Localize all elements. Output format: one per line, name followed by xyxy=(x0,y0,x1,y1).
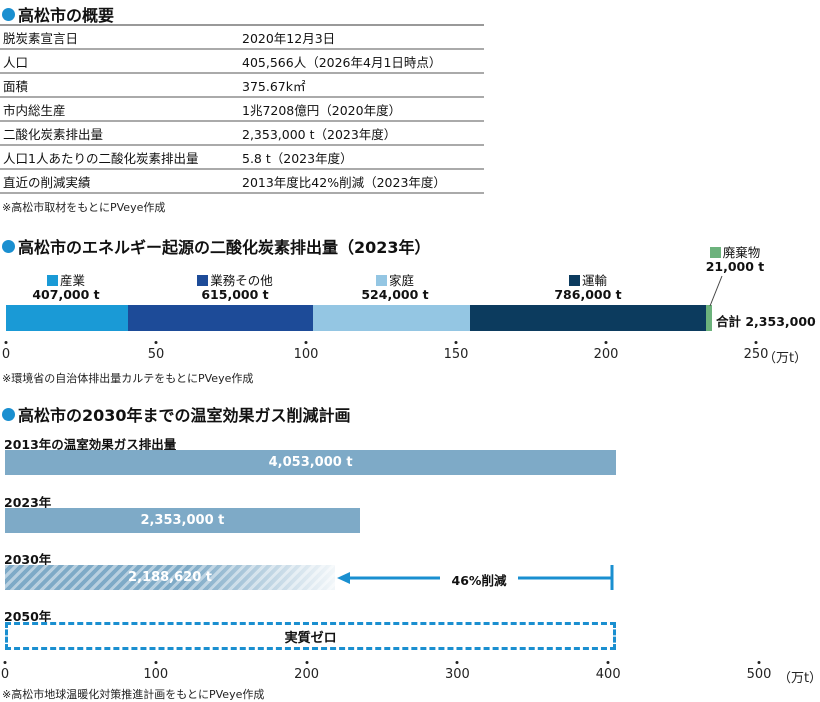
tick-mark xyxy=(4,341,8,344)
overview-note: ※高松市取材をもとにPVeye作成 xyxy=(2,201,166,214)
bullet-icon xyxy=(2,7,15,21)
table-row: 市内総生産 1兆7208億円（2020年度） xyxy=(0,98,484,122)
value-label: 実質ゼロ xyxy=(284,630,337,646)
row-value: 2,353,000 t（2023年度） xyxy=(242,126,397,142)
row-value: 5.8 t（2023年度） xyxy=(242,150,353,166)
row-label: 面積 xyxy=(3,78,29,94)
legend-swatch xyxy=(709,247,721,258)
legend-4: 廃棄物 xyxy=(700,242,770,261)
row-value: 405,566人（2026年4月1日時点） xyxy=(242,54,442,70)
legend-label: 廃棄物 xyxy=(722,245,761,260)
category-label: 2023年 xyxy=(4,495,52,510)
overview-table: 脱炭素宣言日 2020年12月3日人口 405,566人（2026年4月1日時点） 面… xyxy=(0,24,484,194)
tick-label: 400 xyxy=(595,667,621,682)
legend-swatch xyxy=(46,275,58,286)
legend-label: 産業 xyxy=(59,273,85,288)
row-label: 脱炭素宣言日 xyxy=(3,30,79,46)
chart1-note: ※環境省の自治体排出量カルテをもとにPVeye作成 xyxy=(2,372,254,385)
bar-segment-2 xyxy=(312,305,470,331)
legend-1: 業務その他 xyxy=(185,270,285,289)
reduction-label: 46%削減 xyxy=(451,573,507,588)
row-value: 1兆7208億円（2020年度） xyxy=(242,102,402,118)
chart1-title: 高松市のエネルギー起源の二酸化炭素排出量（2023年） xyxy=(2,234,431,258)
row-label: 二酸化炭素排出量 xyxy=(3,126,104,142)
tick-label: 200 xyxy=(294,667,320,682)
tick-mark xyxy=(606,661,610,664)
category-label: 2050年 xyxy=(4,609,52,624)
bar-2: 2,188,620 t xyxy=(5,565,336,590)
tick-mark xyxy=(154,661,158,664)
tick-mark xyxy=(454,341,458,344)
table-row: 直近の削減実績 2013年度比42%削減（2023年度） xyxy=(0,170,484,194)
legend-label: 家庭 xyxy=(388,273,414,288)
bar-3: 実質ゼロ xyxy=(5,622,617,650)
category-label: 2030年 xyxy=(4,552,52,567)
tick-label: 100 xyxy=(143,667,169,682)
legend-label: 業務その他 xyxy=(210,273,273,288)
legend-0: 産業 xyxy=(16,270,116,289)
tick-mark xyxy=(154,341,158,344)
legend-swatch xyxy=(197,275,209,286)
table-row: 人口1人あたりの二酸化炭素排出量 5.8 t（2023年度） xyxy=(0,146,484,170)
bar-1: 2,353,000 t xyxy=(5,508,360,533)
data-label-1: 615,000 t xyxy=(201,287,269,302)
overview-title: 高松市の概要 xyxy=(2,2,114,26)
category-label: 2013年の温室効果ガス排出量 xyxy=(4,437,177,452)
data-label-3: 786,000 t xyxy=(554,287,622,302)
tick-label: 150 xyxy=(443,347,469,362)
row-value: 2020年12月3日 xyxy=(242,30,336,46)
legend-label: 運輸 xyxy=(581,273,607,288)
row-label: 人口1人あたりの二酸化炭素排出量 xyxy=(3,150,199,166)
total-label: 合計 2,353,000 t xyxy=(716,314,820,329)
table-row: 二酸化炭素排出量 2,353,000 t（2023年度） xyxy=(0,122,484,146)
tick-mark xyxy=(757,661,761,664)
bullet-icon xyxy=(2,407,15,421)
data-label-0: 407,000 t xyxy=(32,287,100,302)
bar-segment-1 xyxy=(128,305,313,331)
bar-segment-0 xyxy=(6,305,129,331)
data-label-2: 524,000 t xyxy=(361,287,429,302)
tick-mark xyxy=(305,661,309,664)
row-label: 市内総生産 xyxy=(3,102,66,118)
unit-label: （万t） xyxy=(777,671,820,686)
table-row: 人口 405,566人（2026年4月1日時点） xyxy=(0,50,484,74)
legend-swatch xyxy=(375,275,387,286)
tick-mark xyxy=(754,341,758,344)
tick-label: 300 xyxy=(444,667,470,682)
tick-label: 500 xyxy=(746,667,772,682)
unit-label: （万t） xyxy=(762,351,808,366)
tick-mark xyxy=(455,661,459,664)
value-label: 2,188,620 t xyxy=(128,570,212,585)
value-label: 4,053,000 t xyxy=(268,455,353,470)
tick-label: 0 xyxy=(0,667,10,682)
legend-3: 運輸 xyxy=(538,270,638,289)
chart2-title: 高松市の2030年までの温室効果ガス削減計画 xyxy=(2,402,351,426)
chart2-note: ※高松市地球温暖化対策推進計画をもとにPVeye作成 xyxy=(2,688,265,701)
row-label: 人口 xyxy=(3,54,29,70)
tick-label: 100 xyxy=(293,347,319,362)
tick-mark xyxy=(3,661,7,664)
tick-label: 0 xyxy=(1,347,11,362)
bullet-icon xyxy=(2,239,15,253)
table-row: 面積 375.67k㎡ xyxy=(0,74,484,98)
value-label: 2,353,000 t xyxy=(140,513,225,528)
bar-0: 4,053,000 t xyxy=(5,450,617,475)
tick-mark xyxy=(604,341,608,344)
row-label: 直近の削減実績 xyxy=(3,174,91,190)
row-value: 2013年度比42%削減（2023年度） xyxy=(242,174,446,190)
tick-label: 250 xyxy=(743,347,769,362)
bar-segment-3 xyxy=(469,305,706,331)
table-row: 脱炭素宣言日 2020年12月3日 xyxy=(0,26,484,50)
row-value: 375.67k㎡ xyxy=(242,78,306,94)
tick-label: 50 xyxy=(147,347,165,362)
tick-label: 200 xyxy=(593,347,619,362)
tick-mark xyxy=(304,341,308,344)
data-label-4: 21,000 t xyxy=(705,259,765,274)
legend-swatch xyxy=(568,275,580,286)
bar-segment-4 xyxy=(705,305,712,331)
legend-2: 家庭 xyxy=(345,270,445,289)
